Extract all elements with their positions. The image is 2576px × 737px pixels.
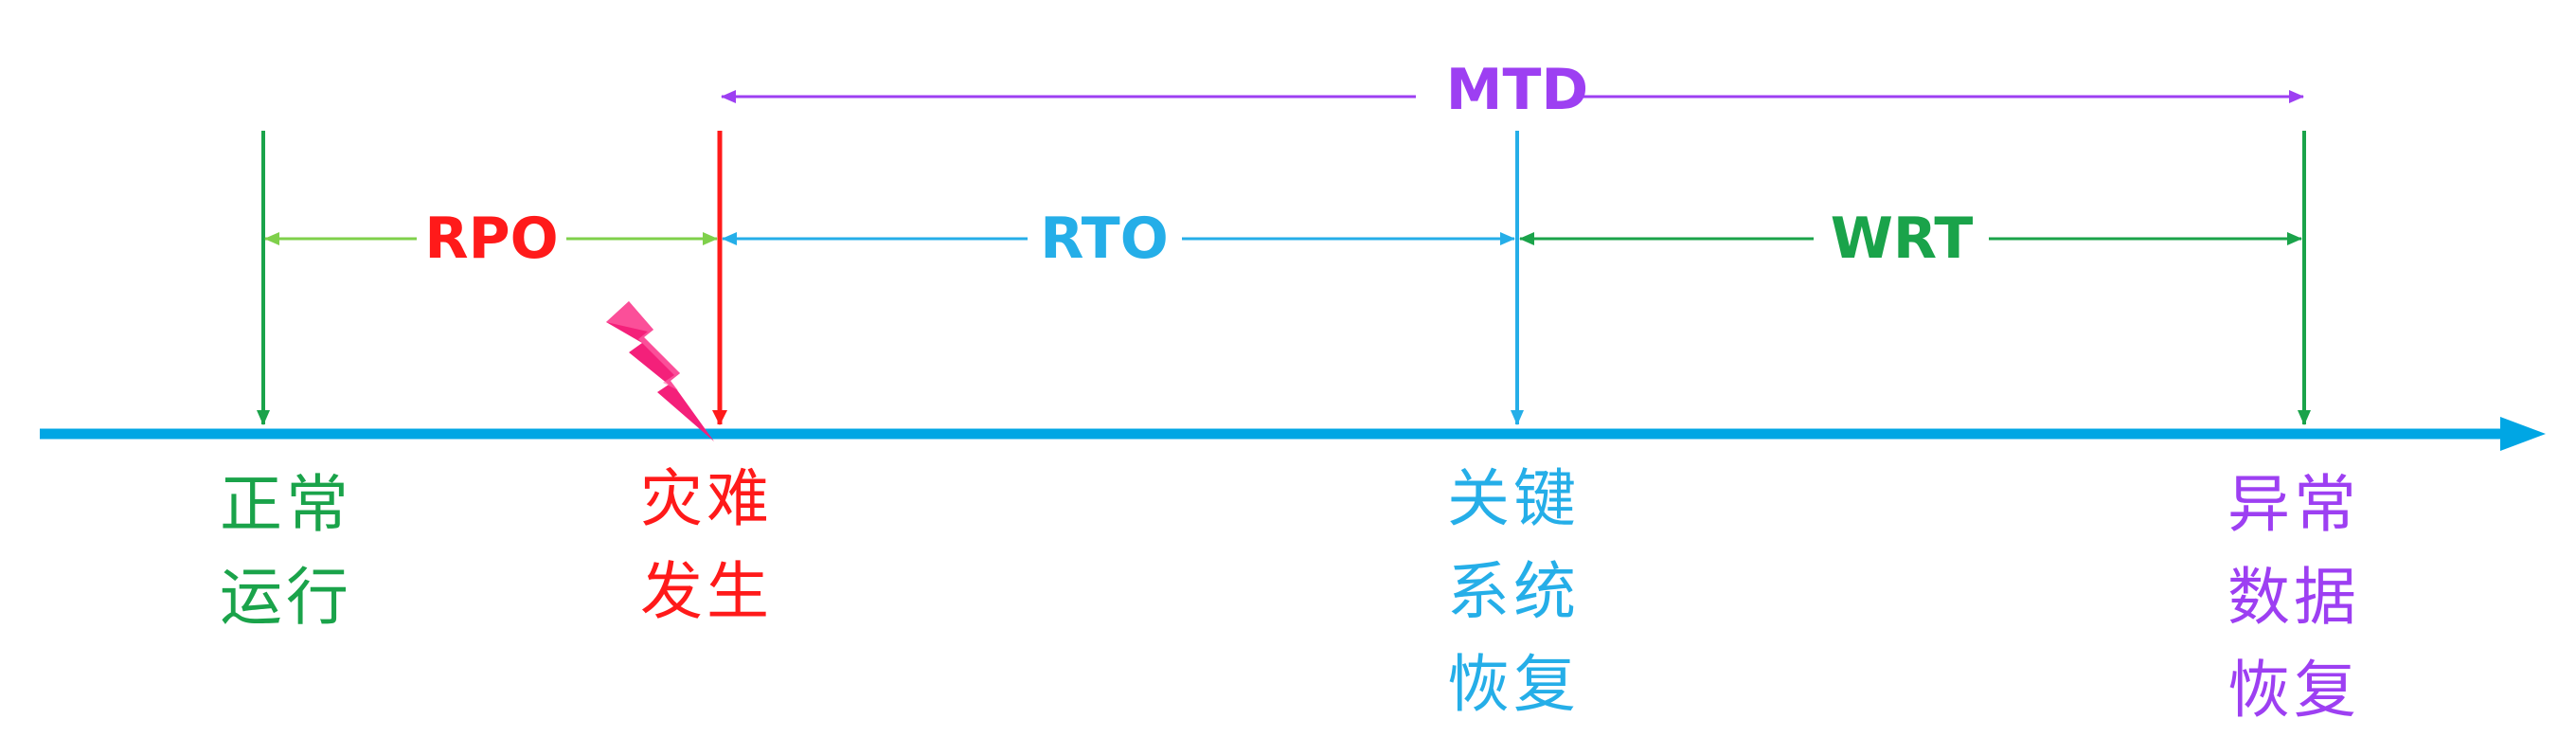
key-system-recovery-label: 关键 系统 恢复 xyxy=(1447,462,1580,721)
abnormal-data-recovery-label: 异常 数据 恢复 xyxy=(2227,468,2360,727)
timeline-diagram: RPO RTO WRT MTD xyxy=(40,57,2546,451)
disaster-occurs-label: 灾难 发生 xyxy=(640,462,773,628)
wrt-label: WRT xyxy=(1831,206,1974,272)
timeline-axis-arrowhead xyxy=(2500,417,2546,451)
normal-operation-label: 正常 运行 xyxy=(220,468,352,634)
lightning-bolt-icon xyxy=(606,301,714,441)
rpo-label: RPO xyxy=(424,206,558,272)
mtd-label: MTD xyxy=(1446,57,1588,123)
rto-label: RTO xyxy=(1040,206,1168,272)
